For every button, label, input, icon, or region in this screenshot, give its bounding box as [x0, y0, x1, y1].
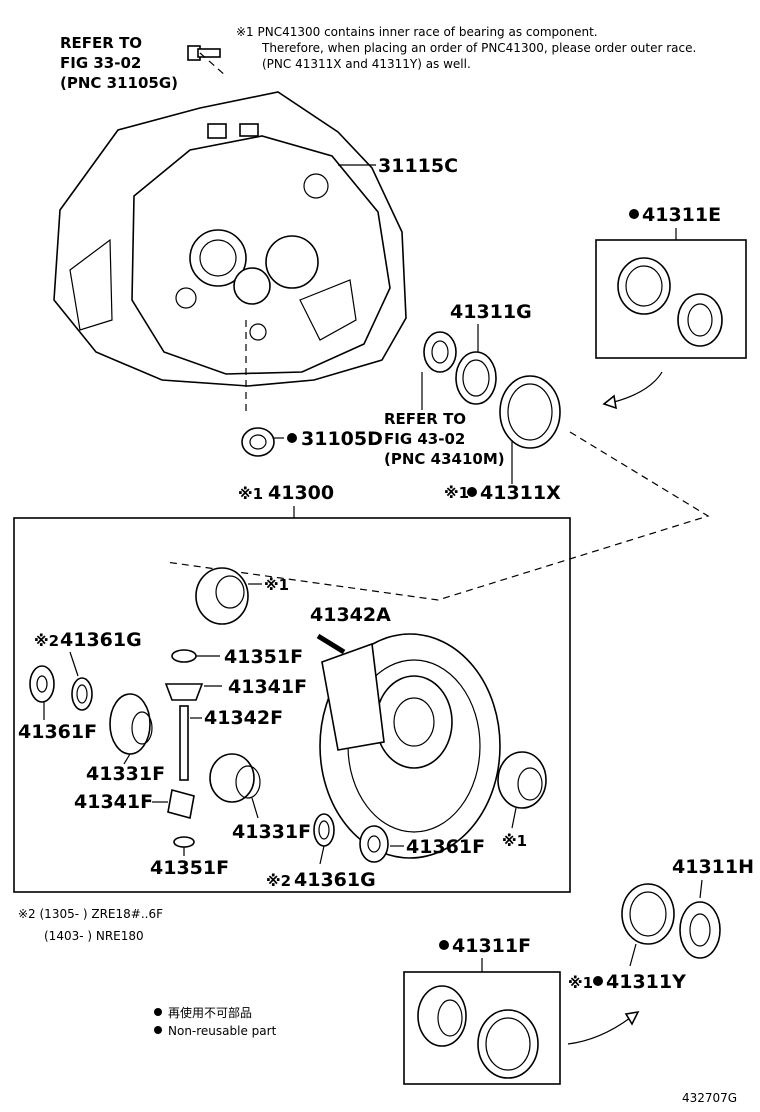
pinion-41341F-bottom [152, 788, 195, 820]
non-reusable-dot-icon [287, 433, 297, 443]
mark-x2-41361G-top: ※2 [34, 632, 59, 650]
box-41311F [403, 971, 561, 1085]
note-1-line-3: (PNC 41311X and 41311Y) as well. [262, 57, 471, 71]
note-1-line-2: Therefore, when placing an order of PNC4… [261, 41, 696, 55]
oil-seal-31105D [241, 427, 297, 457]
figure-id: 432707G [682, 1091, 737, 1105]
ref-33-02-line-2: FIG 33-02 [60, 54, 141, 72]
mark-x1-bearing-top: ※1 [264, 576, 289, 594]
label-41311H: 41311H [672, 856, 754, 878]
washer-41351F-top [171, 649, 220, 663]
label-41311E: 41311E [642, 204, 721, 226]
label-41361G-top: 41361G [60, 629, 142, 651]
legend-jp: 再使用不可部品 [168, 1005, 252, 1020]
non-reusable-dot-icon [439, 940, 449, 950]
non-reusable-dot-icon [593, 976, 603, 986]
label-41311X: 41311X [480, 482, 561, 504]
non-reusable-dot-icon [629, 209, 639, 219]
label-41331F-bottom: 41331F [232, 821, 311, 843]
label-41361G-bottom: 41361G [294, 869, 376, 891]
legend-en: Non-reusable part [168, 1024, 277, 1038]
ref-43-02-line-3: (PNC 43410M) [384, 450, 505, 468]
label-31105D: 31105D [301, 428, 383, 450]
mark-x2-41361G-bottom: ※2 [266, 872, 291, 890]
mark-x1-41311Y: ※1 [568, 974, 593, 992]
differential-ring-gear [319, 633, 501, 859]
legend-dot-icon [154, 1008, 162, 1016]
note-2-line-2: (1403- ) NRE180 [44, 929, 144, 943]
bearing-41311F [417, 985, 467, 1047]
label-31115C: 31115C [378, 155, 458, 177]
ref-43-02-line-2: FIG 43-02 [384, 430, 465, 448]
outer-race-41311Y [621, 883, 675, 967]
label-41351F-top: 41351F [224, 646, 303, 668]
label-41361F-left: 41361F [18, 721, 97, 743]
label-41311G: 41311G [450, 301, 532, 323]
label-41341F-bottom: 41341F [74, 791, 153, 813]
ref-33-02-line-1: REFER TO [60, 34, 142, 52]
seal-41311G [423, 331, 497, 405]
box-41311E [595, 239, 747, 359]
race-41311F [477, 1009, 539, 1079]
pin-41342A [316, 633, 346, 655]
washer-41361F-right [359, 825, 404, 863]
label-41341F-top: 41341F [228, 676, 307, 698]
arrow-41311E [613, 371, 663, 403]
mark-x1-bearing-right: ※1 [502, 832, 527, 850]
mark-x1-41300: ※1 [238, 485, 263, 503]
mark-x1-41311X: ※1 [444, 484, 469, 502]
label-41361F-right: 41361F [406, 836, 485, 858]
ref-43-02-line-1: REFER TO [384, 410, 466, 428]
ref-33-02-line-3: (PNC 31105G) [60, 74, 178, 92]
label-41311F: 41311F [452, 935, 531, 957]
outer-race-41311X [499, 375, 561, 484]
transaxle-case-31115C [53, 91, 407, 412]
label-41351F-bottom: 41351F [150, 857, 229, 879]
label-41311Y: 41311Y [606, 971, 686, 993]
box-41300 [13, 517, 571, 893]
pinion-41341F-top [164, 683, 222, 701]
bearing-41311E [677, 293, 723, 347]
washer-41311H [679, 901, 721, 959]
note-1-line-1: ※1 PNC41300 contains inner race of beari… [236, 25, 598, 39]
shaft-41342F [179, 705, 202, 781]
legend-dot-icon [154, 1026, 162, 1034]
bolt-icon [187, 45, 227, 77]
label-41331F-left: 41331F [86, 763, 165, 785]
non-reusable-dot-icon [467, 487, 477, 497]
label-41300: 41300 [268, 482, 334, 504]
label-41342F: 41342F [204, 707, 283, 729]
washer-41351F-bottom [173, 836, 195, 856]
assembly-dash-line [165, 431, 710, 601]
bearing-right [497, 751, 547, 829]
side-gear-41331F-left [109, 693, 153, 765]
bearing-race-41311E [617, 257, 671, 315]
side-gear-41331F-bottom [209, 753, 261, 819]
note-2-line-1: ※2 (1305- ) ZRE18#..6F [18, 907, 163, 921]
bearing-top [195, 567, 262, 625]
washer-41361G-top [71, 677, 93, 711]
label-41342A: 41342A [310, 604, 391, 626]
washer-41361F-left [29, 665, 55, 720]
washer-41361G-bottom [313, 813, 335, 865]
arrow-41311F [567, 1017, 631, 1045]
